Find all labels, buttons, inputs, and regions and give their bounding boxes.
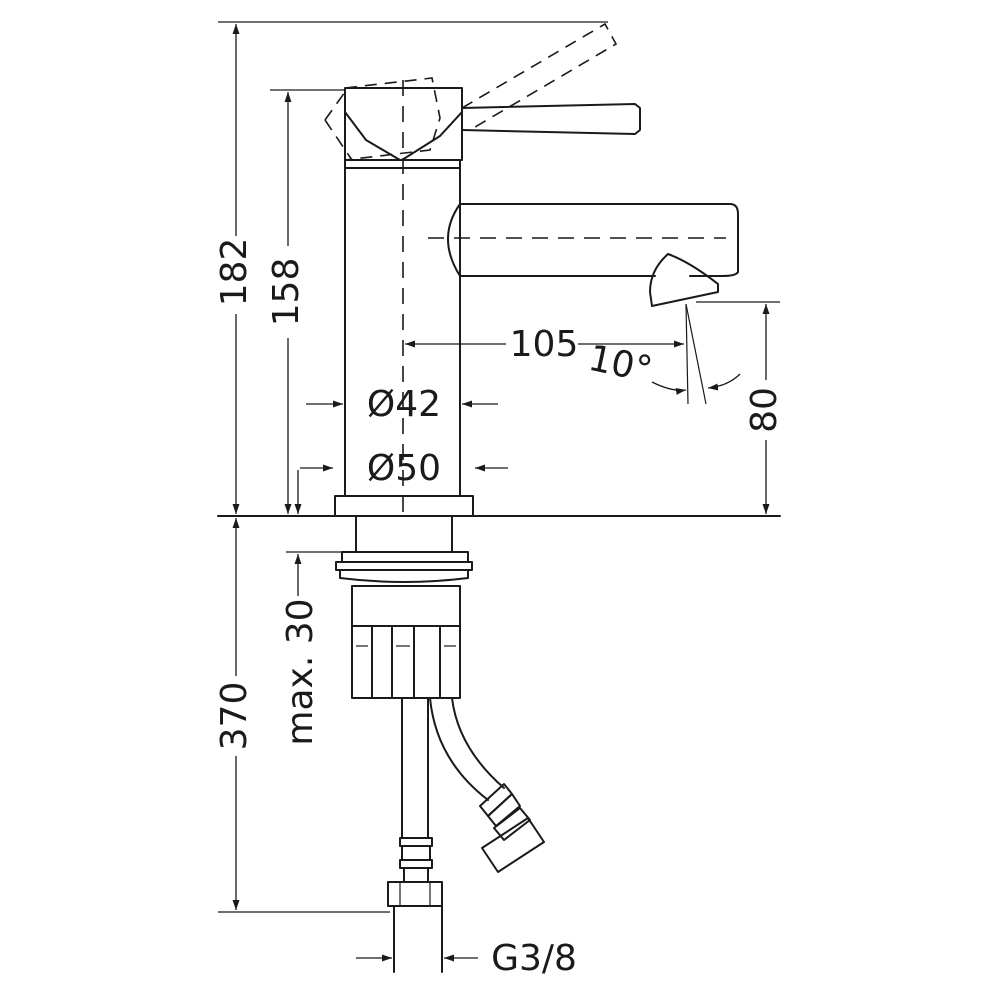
faucet-body xyxy=(217,22,781,520)
supply-hose-straight xyxy=(387,697,443,973)
washer xyxy=(341,551,469,563)
dimension-diameter-50: Ø50 xyxy=(367,448,441,489)
lever-cap xyxy=(344,87,463,161)
fluted-sleeve xyxy=(351,625,461,699)
below-deck-assembly xyxy=(335,515,545,973)
handle-lever xyxy=(461,103,641,135)
base-flange xyxy=(334,495,474,517)
dimension-thread-g3-8: G3/8 xyxy=(491,938,577,979)
spout-aerator xyxy=(649,253,719,307)
fixing-nut xyxy=(351,585,461,627)
supply-hose-angled xyxy=(429,697,545,873)
dimension-max-30: max. 30 xyxy=(280,598,321,745)
dimension-370: 370 xyxy=(214,682,255,751)
dimension-10-degrees: 10° xyxy=(585,338,656,391)
spout xyxy=(459,203,739,277)
handle-lever-raised-outline xyxy=(461,22,618,131)
dimension-80: 80 xyxy=(744,387,785,433)
dimension-158: 158 xyxy=(266,258,307,327)
dimension-diameter-42: Ø42 xyxy=(367,384,441,425)
dimension-182: 182 xyxy=(214,238,255,307)
dimension-lines xyxy=(218,21,780,972)
dimension-105: 105 xyxy=(510,324,579,365)
